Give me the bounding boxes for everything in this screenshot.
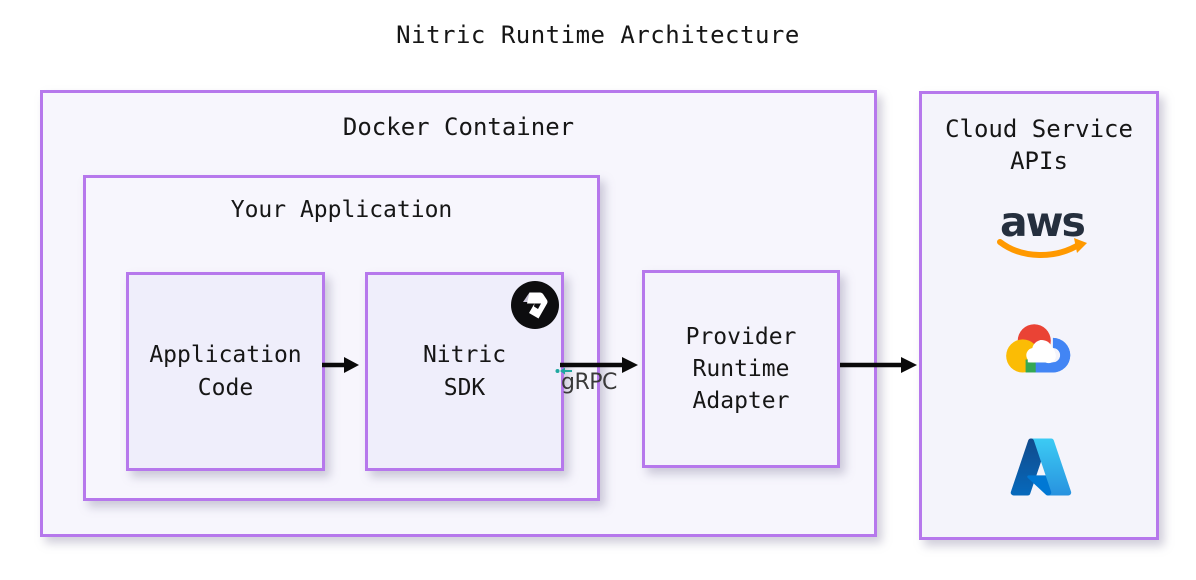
docker-container-box: Docker Container Your Application Applic… bbox=[40, 90, 877, 537]
application-code-label: Application Code bbox=[129, 275, 322, 468]
nitric-sdk-label: Nitric SDK bbox=[368, 275, 561, 468]
cloud-provider-logos: aws bbox=[922, 94, 1156, 537]
provider-runtime-adapter-box: Provider Runtime Adapter bbox=[642, 270, 840, 468]
application-code-box: Application Code bbox=[126, 272, 325, 471]
nitric-sdk-line2: SDK bbox=[443, 374, 486, 401]
application-code-line2: Code bbox=[197, 374, 254, 401]
docker-container-label: Docker Container bbox=[342, 113, 575, 141]
cloud-apis-line2: APIs bbox=[1010, 147, 1068, 176]
grpc-label-group: gRPC bbox=[555, 364, 635, 404]
provider-adapter-line2: Runtime bbox=[692, 355, 790, 382]
provider-adapter-line1: Provider bbox=[685, 323, 797, 350]
application-code-line1: Application bbox=[149, 342, 302, 369]
google-cloud-logo-icon bbox=[1006, 324, 1071, 373]
grpc-label: gRPC bbox=[561, 370, 617, 395]
cloud-service-apis-label: Cloud Service APIs bbox=[922, 113, 1156, 178]
aws-wordmark: aws bbox=[1000, 198, 1086, 246]
provider-adapter-line3: Adapter bbox=[692, 388, 790, 415]
your-application-box: Your Application Application Code Nitric… bbox=[83, 175, 600, 501]
your-application-label: Your Application bbox=[230, 197, 453, 223]
cloud-apis-line1: Cloud Service bbox=[945, 115, 1133, 143]
cloud-service-apis-box: Cloud Service APIs aws bbox=[919, 91, 1159, 540]
nitric-sdk-box: Nitric SDK bbox=[365, 272, 564, 471]
grpc-arrows-icon bbox=[555, 367, 572, 375]
aws-smile-arrow bbox=[997, 238, 1087, 258]
nitric-logo-icon bbox=[511, 281, 559, 329]
provider-runtime-adapter-label: Provider Runtime Adapter bbox=[645, 273, 837, 465]
aws-logo-icon: aws bbox=[997, 198, 1087, 266]
nitric-sdk-line1: Nitric bbox=[422, 342, 507, 369]
azure-logo-icon bbox=[1010, 438, 1072, 496]
diagram-title: Nitric Runtime Architecture bbox=[396, 21, 800, 49]
